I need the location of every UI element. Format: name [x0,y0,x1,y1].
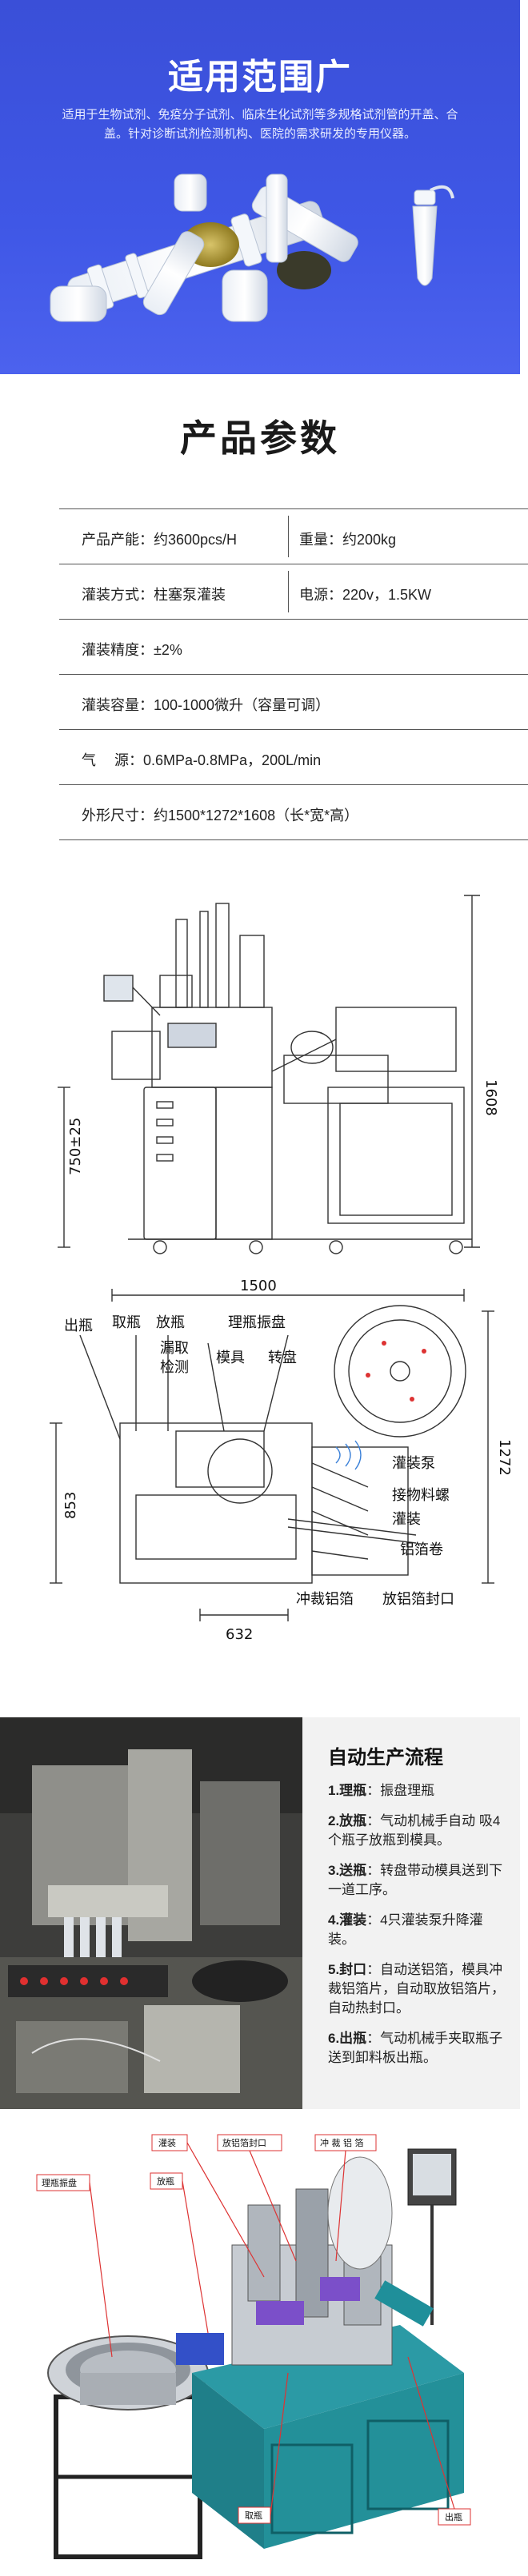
render-label-fanglvbofengkou: 放铝箔封口 [222,2137,266,2148]
flow-step-body: ：4只灌装泵升降灌装。 [328,1912,483,1947]
bowl-feeder [47,2335,209,2559]
params-title: 产品参数 [180,417,340,459]
machine-3d-render: 灌装 放铝箔封口 冲 裁 铝 箔 理瓶振盘 放瓶 取瓶 出瓶 [36,2134,471,2559]
divider [288,516,289,557]
param-filling-method: 灌装方式：柱塞泵灌装 [82,587,226,603]
flow-step: 6.出瓶：气动机械手夹取瓶子送到卸料板出瓶。 [328,2029,509,2068]
dim-table-label: 750±25 [67,1118,84,1175]
flow-step-head: 6.出瓶 [328,2031,367,2046]
filling-machine-body [176,2148,464,2549]
dim-632-label: 632 [226,1626,253,1643]
label-quping: 取瓶 [112,1314,141,1331]
production-flow-section: 自动生产流程 1.理瓶：振盘理瓶 2.放瓶：气动机械手自动 吸4个瓶子放瓶到模具… [0,1717,520,2109]
param-capacity: 产品产能：约3600pcs/H [82,532,238,548]
param-precision: 灌装精度：±2% [82,642,182,658]
flow-step: 5.封口：自动送铝箔，模具冲裁铝箔片，自动取放铝箔片，自动热封口。 [328,1960,509,2018]
label-zhuanpan: 转盘 [268,1350,297,1366]
param-power: 电源：220v，1.5KW [299,587,432,603]
param-volume: 灌装容量：100-1000微升（容量可调） [82,697,330,713]
label-jiewuliao: 接物料螺 [392,1487,450,1504]
flow-step-head: 2.放瓶 [328,1813,367,1828]
render-label-chuping: 出瓶 [445,2511,462,2522]
label-moju: 模具 [216,1350,245,1366]
label-guanzhuang: 灌装 [392,1511,421,1528]
label-chongcailvbo: 冲裁铝箔 [296,1591,354,1608]
flow-step: 2.放瓶：气动机械手自动 吸4个瓶子放瓶到模具。 [328,1812,509,1850]
flow-step-body: ：自动送铝箔，模具冲裁铝箔片，自动取放铝箔片，自动热封口。 [328,1962,505,2016]
flow-step-head: 5.封口 [328,1962,367,1977]
flow-steps-panel: 自动生产流程 1.理瓶：振盘理瓶 2.放瓶：气动机械手自动 吸4个瓶子放瓶到模具… [302,1717,520,2109]
top-view-drawing: 1500 1272 853 632 出瓶 取瓶 放瓶 漏取 检测 理瓶振盘 模具… [50,1278,513,1643]
param-weight: 重量：约200kg [299,532,397,548]
dim-depth-label: 1272 [496,1439,513,1476]
flow-step-body: ：转盘带动模具送到下一道工序。 [328,1863,503,1897]
flow-steps-list: 1.理瓶：振盘理瓶 2.放瓶：气动机械手自动 吸4个瓶子放瓶到模具。 3.送瓶：… [328,1781,509,2079]
hero-title: 适用范围广 [168,58,352,97]
label-jiance: 检测 [160,1359,189,1376]
flow-step: 4.灌装：4只灌装泵升降灌装。 [328,1911,509,1949]
label-guanzhuangbeng: 灌装泵 [392,1455,435,1472]
param-dimensions: 外形尺寸：约1500*1272*1608（长*宽*高） [82,807,359,823]
flow-step-body: ：气动机械手自动 吸4个瓶子放瓶到模具。 [328,1813,501,1848]
label-lvbojuan: 铝箔卷 [400,1541,443,1558]
params-table: 产品产能：约3600pcs/H 重量：约200kg 灌装方式：柱塞泵灌装 电源：… [59,508,528,840]
params-row: 灌装容量：100-1000微升（容量可调） [59,675,528,730]
render-label-guanzhuang: 灌装 [158,2138,176,2148]
param-air-source: 气 源：0.6MPa-0.8MPa，200L/min [82,752,322,768]
divider [288,571,289,612]
params-row: 产品产能：约3600pcs/H 重量：约200kg [59,508,528,564]
tubes-product-image [50,173,454,322]
hero-banner: 适用范围广 适用于生物试剂、免疫分子试剂、临床生化试剂等多规格试剂管的开盖、合盖… [0,0,520,374]
label-lipingzhendao: 理瓶振盘 [228,1314,286,1331]
flow-step-head: 3.送瓶 [328,1863,367,1878]
render-label-chongcailvbo: 冲 裁 铝 箔 [320,2137,364,2148]
label-fangping: 放瓶 [156,1314,185,1331]
production-line-photo [0,1717,302,2109]
flow-step-head: 1.理瓶 [328,1783,367,1798]
render-label-fangping: 放瓶 [157,2175,174,2187]
params-row: 气 源：0.6MPa-0.8MPa，200L/min [59,730,528,785]
label-chuping: 出瓶 [64,1318,93,1334]
flow-step: 3.送瓶：转盘带动模具送到下一道工序。 [328,1861,509,1900]
render-label-lipingzhenpan: 理瓶振盘 [42,2177,77,2188]
flow-step-body: ：气动机械手夹取瓶子送到卸料板出瓶。 [328,2031,503,2065]
flow-step-body: ：振盘理瓶 [366,1783,435,1798]
params-row: 灌装方式：柱塞泵灌装 电源：220v，1.5KW [59,564,528,620]
flow-title: 自动生产流程 [328,1747,443,1769]
front-view-drawing: 1608 750±25 [58,895,499,1254]
params-row: 外形尺寸：约1500*1272*1608（长*宽*高） [59,785,528,840]
dim-853-label: 853 [62,1492,79,1519]
flow-step-head: 4.灌装 [328,1912,367,1928]
dim-height-label: 1608 [482,1079,499,1116]
label-louqu: 漏取 [160,1340,189,1357]
label-fanglvbo: 放铝箔封口 [382,1591,454,1608]
render-label-quping: 取瓶 [245,2510,262,2521]
flow-step: 1.理瓶：振盘理瓶 [328,1781,509,1800]
params-row: 灌装精度：±2% [59,620,528,675]
hero-description: 适用于生物试剂、免疫分子试剂、临床生化试剂等多规格试剂管的开盖、合盖。针对诊断试… [62,108,458,141]
dim-width-label: 1500 [240,1278,277,1294]
